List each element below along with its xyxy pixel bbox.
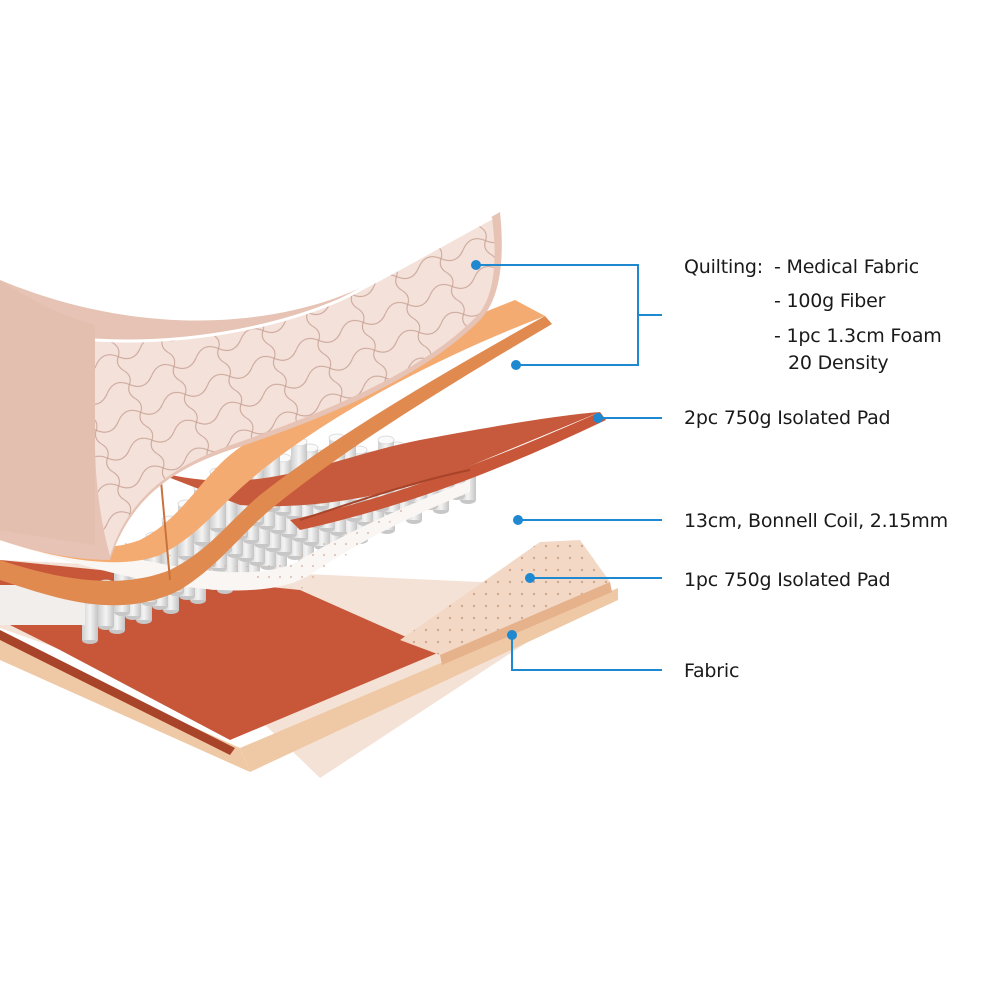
dot-quilt bbox=[471, 260, 481, 270]
label-pad-bottom: 1pc 750g Isolated Pad bbox=[684, 569, 891, 591]
label-quilting-item-3: - 1pc 1.3cm Foam bbox=[774, 325, 942, 347]
top-isolated-pad-red bbox=[150, 412, 606, 530]
label-pad-top: 2pc 750g Isolated Pad bbox=[684, 407, 891, 429]
dot-fabric bbox=[507, 630, 517, 640]
quilt-top-layer bbox=[0, 212, 502, 560]
dot-foam bbox=[511, 360, 521, 370]
bottom-isolated-pad bbox=[400, 540, 612, 665]
label-quilting-heading: Quilting: bbox=[684, 256, 763, 278]
label-quilting-item-3-cont: 20 Density bbox=[788, 352, 889, 374]
dot-pad-bottom bbox=[525, 573, 535, 583]
label-fabric: Fabric bbox=[684, 660, 740, 682]
label-coil: 13cm, Bonnell Coil, 2.15mm bbox=[684, 510, 948, 532]
dot-coil bbox=[513, 515, 523, 525]
label-quilting-item-2: - 100g Fiber bbox=[774, 290, 886, 312]
label-quilting-item-1: - Medical Fabric bbox=[774, 256, 919, 278]
dot-pad-top bbox=[593, 413, 603, 423]
leader-fabric bbox=[511, 635, 662, 671]
leader-lines bbox=[476, 264, 662, 671]
leader-dots bbox=[471, 260, 603, 640]
